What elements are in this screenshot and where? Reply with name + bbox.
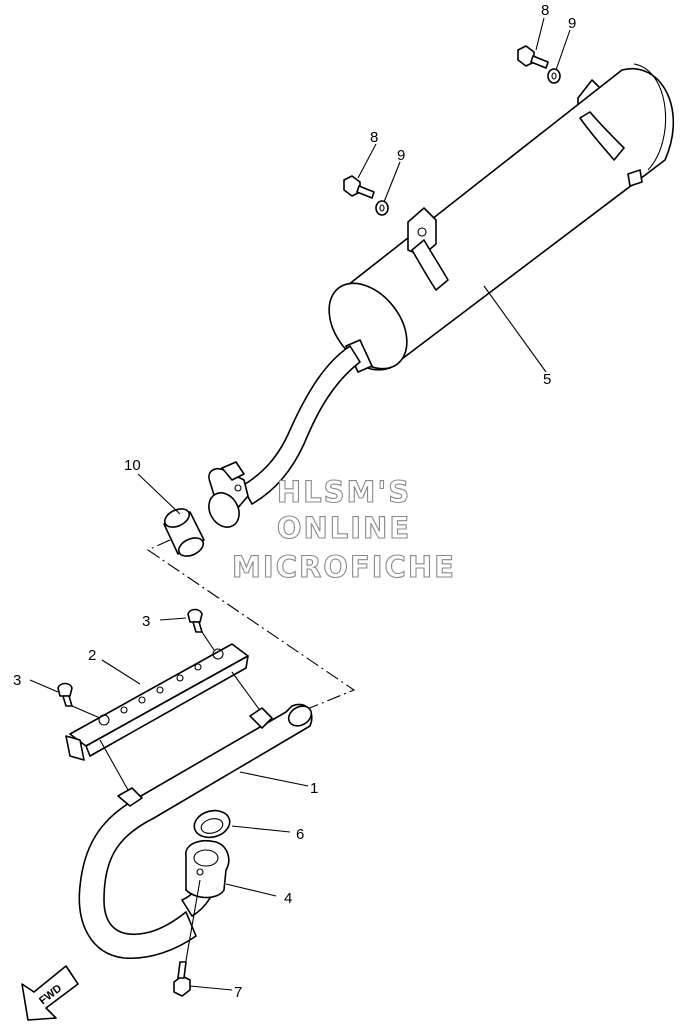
watermark-line-3: MICROFICHE	[232, 550, 456, 584]
bolt-upper	[517, 45, 549, 69]
heat-protector	[65, 643, 249, 761]
watermark-line-2: ONLINE	[277, 511, 411, 545]
exhaust-gasket	[193, 809, 231, 839]
gasket-sleeve	[163, 508, 205, 557]
protector-guide-lines	[99, 671, 265, 791]
callout-4: 4	[284, 890, 292, 907]
watermark: HLSM'S ONLINE MICROFICHE	[232, 474, 456, 584]
assembly-line	[146, 539, 356, 713]
muffler-inlet-pipe	[208, 345, 361, 528]
callout-3-right: 3	[142, 613, 150, 630]
bolt-lower	[343, 175, 375, 199]
callout-6: 6	[296, 826, 304, 843]
callout-8-upper: 8	[541, 2, 549, 19]
stud-bolt	[173, 879, 201, 997]
muffler	[328, 63, 675, 373]
callout-7: 7	[234, 984, 242, 1001]
callout-9-lower: 9	[397, 147, 405, 164]
callout-8-lower: 8	[370, 129, 378, 146]
screw-left	[57, 682, 73, 707]
watermark-line-1: HLSM'S	[277, 475, 411, 509]
fwd-arrow: FWD	[21, 965, 79, 1021]
washer-lower	[375, 200, 389, 216]
leader-lines	[29, 17, 571, 991]
screw-guide-right	[201, 631, 215, 651]
screw-right	[187, 608, 203, 633]
callout-5: 5	[543, 371, 551, 388]
callout-1: 1	[310, 780, 318, 797]
callout-10: 10	[124, 457, 141, 474]
callout-2: 2	[88, 647, 96, 664]
screw-guide-left	[71, 705, 101, 719]
callout-3-left: 3	[13, 672, 21, 689]
washer-upper	[547, 68, 561, 84]
exhaust-flange	[185, 840, 230, 899]
callout-9-upper: 9	[568, 15, 576, 32]
